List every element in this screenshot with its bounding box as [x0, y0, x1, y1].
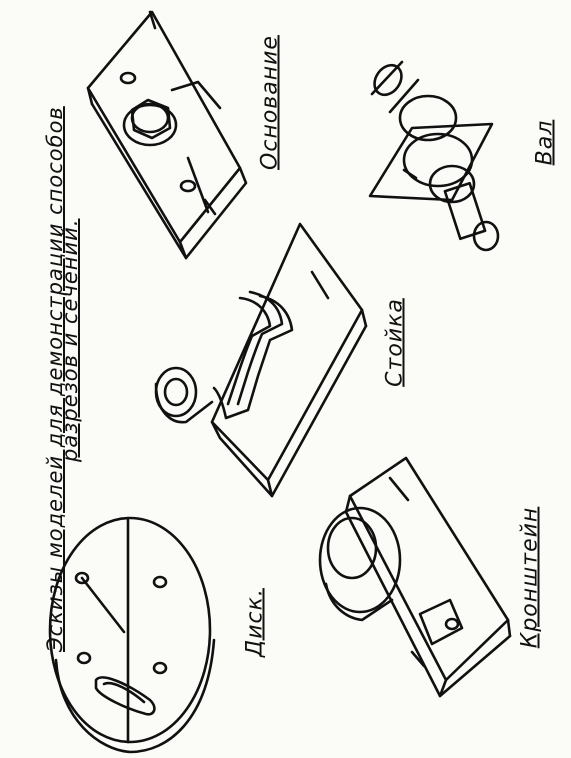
label-disk: Диск. — [242, 588, 268, 657]
model-disk — [48, 516, 216, 754]
label-kronshtein: Кронштейн — [517, 506, 543, 649]
model-stoika — [154, 222, 368, 498]
model-osnovanie — [86, 10, 248, 260]
label-osnovanie: Основание — [257, 35, 283, 170]
label-stoika: Стойка — [382, 298, 408, 387]
label-val: Вал — [532, 119, 558, 166]
model-val — [368, 60, 500, 252]
title-line-2: разрезов и сечений. — [58, 218, 82, 463]
model-kronshtein — [318, 456, 512, 698]
